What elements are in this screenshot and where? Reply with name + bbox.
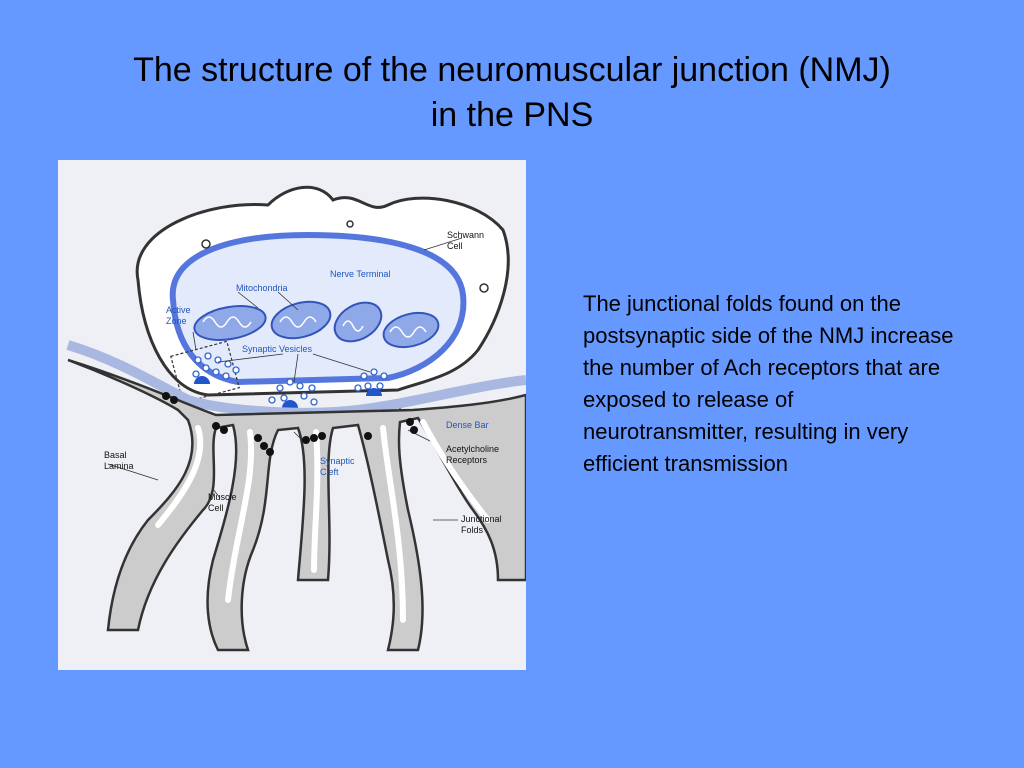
acetylcholine-receptors <box>162 392 418 456</box>
label-junctional-folds-2: Folds <box>461 525 484 535</box>
slide-title: The structure of the neuromuscular junct… <box>40 48 984 138</box>
label-active-zone-2: Zone <box>166 316 187 326</box>
label-basal-lamina-2: Lamina <box>104 461 134 471</box>
title-line-1: The structure of the neuromuscular junct… <box>133 51 891 89</box>
junctional-fold-highlights <box>155 419 491 623</box>
schwann-spot-3 <box>346 220 354 228</box>
mitochondria-cristae <box>202 316 427 338</box>
label-synaptic-cleft-2: Cleft <box>320 467 339 477</box>
schwann-spot-1 <box>201 239 211 249</box>
label-muscle-cell-1: Muscle <box>208 492 237 502</box>
mitochondria-group <box>193 300 440 349</box>
nmj-diagram-svg: Schwann Cell Nerve Terminal Mitochondria… <box>66 185 526 652</box>
label-synaptic-cleft-1: Synaptic <box>320 456 355 466</box>
body-text: The junctional folds found on the postsy… <box>583 291 954 476</box>
mitochondrion-1 <box>193 305 267 341</box>
title-line-2: in the PNS <box>430 96 594 134</box>
mitochondrion-4 <box>382 311 440 349</box>
mitochondrion-3 <box>333 301 383 343</box>
label-ach-receptors-1: Acetylcholine <box>446 444 499 454</box>
label-schwann-cell-1: Schwann <box>447 230 484 240</box>
label-schwann-cell-2: Cell <box>447 241 463 251</box>
schwann-spot-2 <box>479 283 489 293</box>
label-nerve-terminal: Nerve Terminal <box>330 269 390 279</box>
label-junctional-folds-1: Junctional <box>461 514 502 524</box>
label-active-zone-1: Active <box>166 305 191 315</box>
label-muscle-cell-2: Cell <box>208 503 224 513</box>
postsynaptic-membrane <box>67 358 526 652</box>
label-basal-lamina-1: Basal <box>104 450 127 460</box>
mitochondrion-2 <box>270 300 332 340</box>
label-ach-receptors-2: Receptors <box>446 455 488 465</box>
label-synaptic-vesicles: Synaptic Vesicles <box>242 344 313 354</box>
label-mitochondria: Mitochondria <box>236 283 288 293</box>
fusing-vesicles <box>194 376 382 408</box>
nmj-diagram: Schwann Cell Nerve Terminal Mitochondria… <box>58 160 526 670</box>
label-dense-bar: Dense Bar <box>446 420 489 430</box>
